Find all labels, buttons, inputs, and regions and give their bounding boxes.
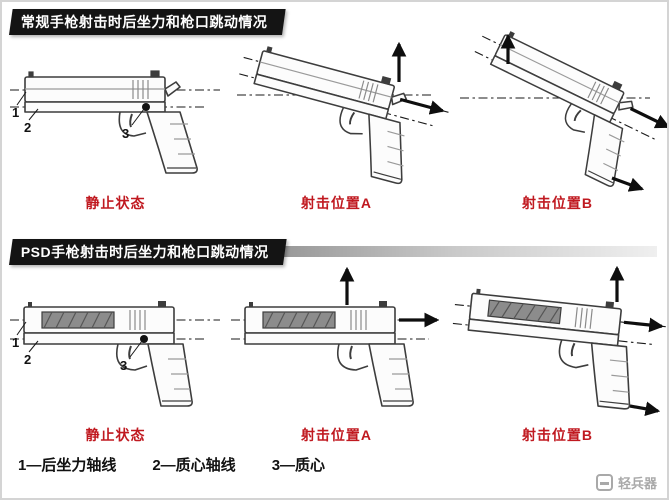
tilted-pistol-group: [464, 28, 667, 189]
recoil-force-arrow: [629, 107, 667, 129]
legend-item-mass-axis: 2—质心轴线: [152, 457, 236, 474]
pistol-diagram-psd-position-b: [452, 265, 666, 417]
figure-conventional-position-b: 射击位置B: [447, 28, 667, 213]
pistol-drawing: [464, 28, 656, 189]
recoil-force-arrow: [399, 97, 445, 115]
callout-1: 1: [12, 335, 19, 350]
section-header-psd: PSD手枪射击时后坐力和枪口跳动情况: [9, 239, 287, 265]
pistol-diagram-psd-position-a: [231, 266, 440, 407]
magazine-logo-text: 轻兵器: [617, 476, 657, 491]
figure-label: 射击位置A: [300, 195, 373, 211]
callout-2: 2: [24, 120, 31, 135]
pistol-diagram-conventional-position-b: [460, 28, 667, 192]
row-psd: 1 2 3 静止状态 射击位置A: [5, 264, 667, 445]
section-header-psd-text: PSD手枪射击时后坐力和枪口跳动情况: [20, 244, 269, 260]
figure-label: 静止状态: [85, 427, 146, 443]
section-header-conventional-text: 常规手枪射击时后坐力和枪口跳动情况: [20, 14, 268, 30]
pistol-drawing: [23, 300, 194, 407]
callout-leader: [131, 108, 145, 126]
pistol-diagram-psd-static: 1 2 3: [10, 300, 220, 407]
callout-leader: [28, 108, 39, 121]
tilted-pistol-group: [452, 286, 666, 411]
callout-3: 3: [120, 358, 127, 373]
callout-leader: [16, 91, 27, 106]
grip-force-arrow: [611, 176, 645, 192]
recoil-force-arrow: [623, 317, 664, 333]
magazine-logo: 轻兵器: [595, 473, 657, 492]
figure-psd-position-a: 射击位置A: [226, 264, 447, 445]
tilted-pistol-group: [237, 43, 449, 186]
callout-2: 2: [24, 352, 31, 367]
magazine-logo-icon: [595, 474, 613, 491]
figure-label: 射击位置B: [521, 195, 594, 211]
figure-psd-static: 1 2 3 静止状态: [5, 264, 226, 445]
legend-item-center-of-mass: 3—质心: [271, 457, 326, 474]
figure-conventional-position-a: 射击位置A: [226, 32, 449, 213]
callout-leader: [16, 321, 27, 336]
callout-leader: [129, 340, 143, 358]
grip-force-arrow: [629, 401, 661, 417]
header-gradient-bar: [250, 246, 657, 257]
callout-leader: [28, 340, 39, 353]
figure-label: 射击位置A: [300, 427, 373, 443]
legend: 1—后坐力轴线 2—质心轴线 3—质心: [18, 454, 325, 475]
pistol-drawing: [460, 286, 642, 411]
section-header-conventional: 常规手枪射击时后坐力和枪口跳动情况: [9, 9, 286, 35]
figure-conventional-static: 1 2 3 静止状态: [5, 32, 226, 213]
figure-label: 射击位置B: [521, 427, 594, 443]
pistol-diagram-conventional-static: 1 2 3: [10, 70, 220, 174]
pistol-drawing: [24, 70, 199, 174]
legend-item-recoil-axis: 1—后坐力轴线: [18, 457, 117, 474]
callout-3: 3: [122, 126, 129, 141]
row-conventional: 1 2 3 静止状态 射击位置A: [5, 28, 667, 213]
figure-psd-position-b: 射击位置B: [447, 264, 667, 445]
pistol-diagram-conventional-position-a: [237, 41, 449, 186]
pistol-drawing: [244, 300, 415, 407]
figure-label: 静止状态: [85, 195, 146, 211]
callout-1: 1: [12, 105, 19, 120]
